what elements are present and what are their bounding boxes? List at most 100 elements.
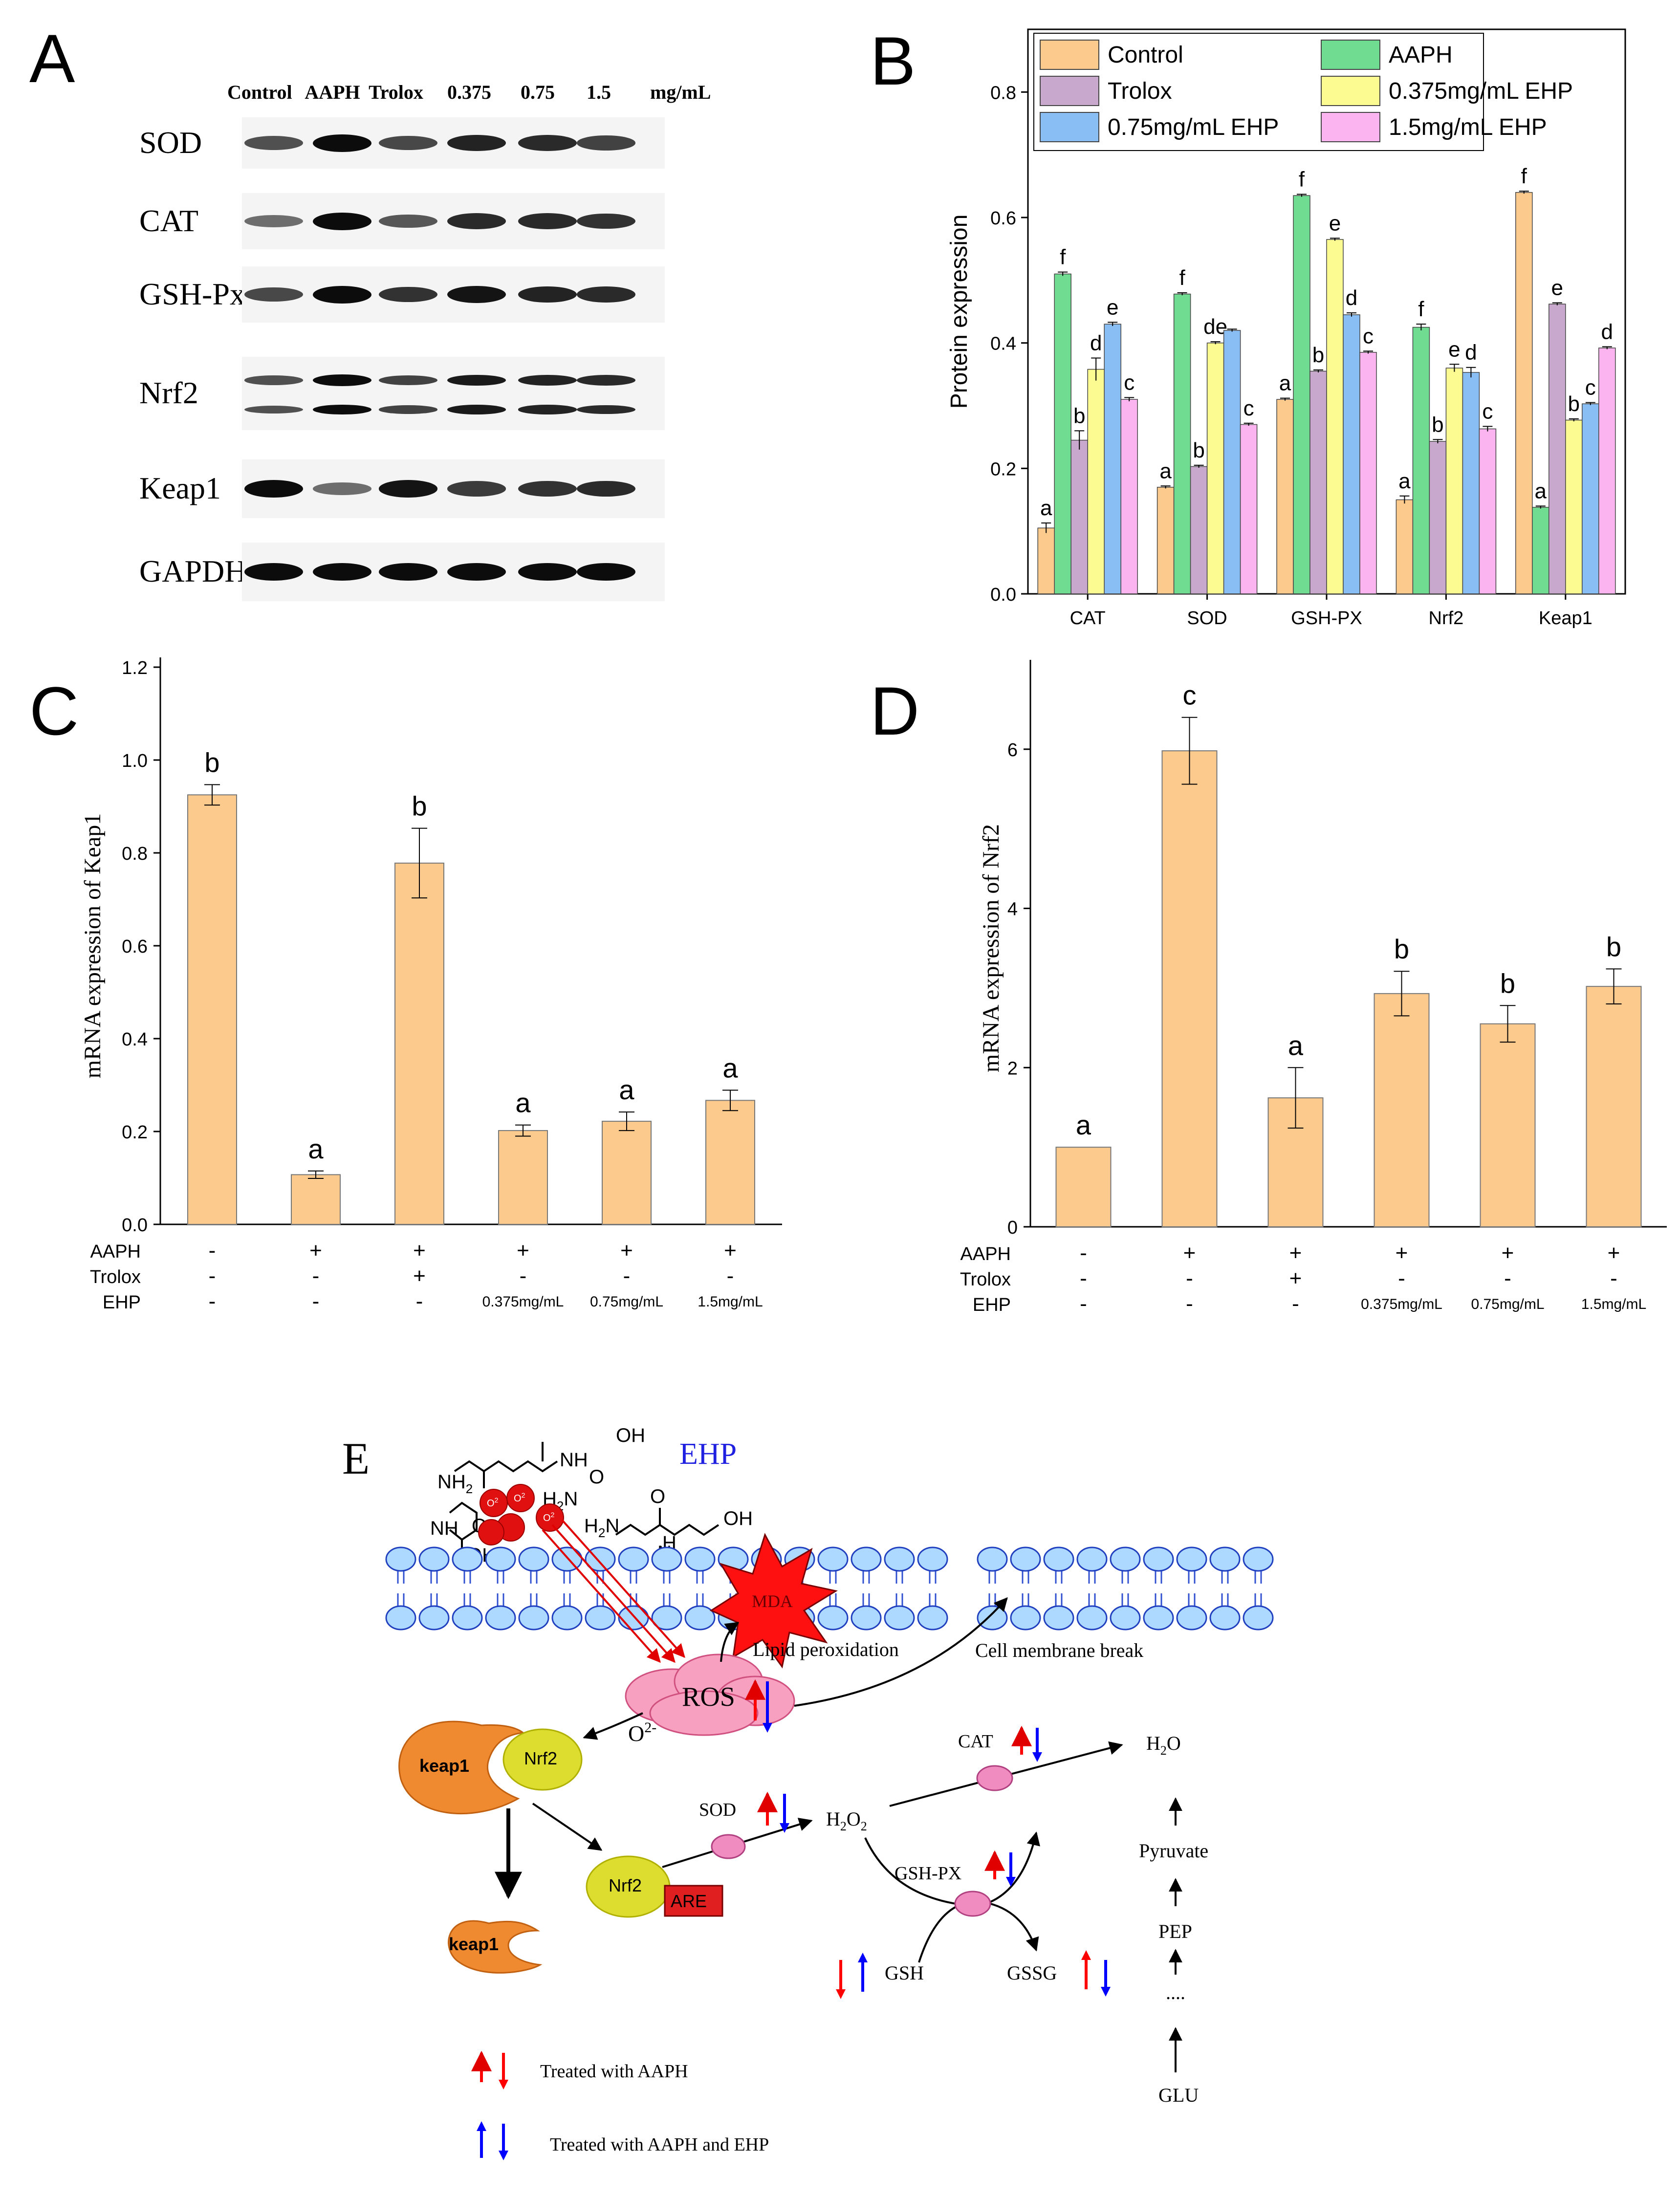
blot-row-label: Nrf2 xyxy=(139,375,198,410)
treatment-row-label: AAPH xyxy=(960,1244,1011,1264)
treatment-cell: - xyxy=(312,1264,320,1288)
bar xyxy=(1070,439,1088,594)
treatment-cell: + xyxy=(1608,1241,1620,1265)
bar xyxy=(1054,273,1071,594)
legend-swatch xyxy=(1321,76,1380,106)
significance-letter: a xyxy=(619,1074,634,1105)
lipid-head xyxy=(452,1546,483,1572)
struct-o-1: O xyxy=(589,1466,604,1488)
lipid-head xyxy=(1010,1546,1041,1572)
lipid-head xyxy=(452,1605,483,1631)
ros-label: ROS xyxy=(682,1682,735,1712)
treatment-cell: 1.5mg/mL xyxy=(698,1294,763,1310)
legend-down-blue-head xyxy=(499,2151,508,2160)
bar xyxy=(1412,326,1430,594)
bar xyxy=(1479,428,1497,594)
bar xyxy=(1396,499,1414,594)
treatment-cell: - xyxy=(623,1264,631,1288)
cat-down-blue-head xyxy=(1032,1752,1042,1762)
legend-entry: 0.375mg/mL EHP xyxy=(1389,78,1573,104)
bar xyxy=(394,862,444,1225)
blot-band xyxy=(518,213,577,229)
lipid-head xyxy=(684,1546,716,1572)
blot-lane-header: mg/mL xyxy=(650,81,711,103)
blot-band xyxy=(577,480,635,497)
treatment-cell: + xyxy=(413,1239,426,1262)
significance-letter: f xyxy=(1179,266,1185,290)
legend-frame xyxy=(1033,33,1484,151)
sod-label: SOD xyxy=(699,1800,736,1820)
significance-letter: a xyxy=(515,1088,531,1118)
legend-entry: AAPH xyxy=(1389,42,1453,68)
bar xyxy=(1173,293,1191,594)
y-tick-label: 0.4 xyxy=(990,334,1016,354)
significance-letter: d xyxy=(1601,320,1613,344)
significance-letter: c xyxy=(1124,370,1135,394)
ros-cloud xyxy=(625,1653,795,1736)
blot-lane-header: AAPH xyxy=(305,81,360,103)
blot-lane-header: 0.375 xyxy=(447,81,491,103)
y-axis-label: mRNA expression of Nrf2 xyxy=(978,824,1004,1072)
bar xyxy=(291,1174,341,1225)
bar xyxy=(1309,370,1327,594)
treatment-cell: - xyxy=(1292,1292,1299,1316)
struct-oh-3: OH xyxy=(723,1508,753,1529)
ehp-label: EHP xyxy=(679,1437,737,1471)
legend-entry: Control xyxy=(1108,42,1183,68)
lipid-head xyxy=(1010,1605,1041,1631)
lipid-head xyxy=(518,1605,549,1631)
treatment-cell: - xyxy=(1504,1266,1511,1290)
panel-e-mechanism-diagram: E OH NH O H2N NH2 NH O OH H2N H O OH N E… xyxy=(0,1369,1680,2197)
treatment-cell: 0.375mg/mL xyxy=(482,1294,564,1310)
struct-o-3: O xyxy=(650,1486,665,1507)
legend-both-label: Treated with AAPH and EHP xyxy=(550,2134,769,2155)
gssg-up-red-head xyxy=(1081,1950,1091,1960)
significance-letter: f xyxy=(1521,164,1527,188)
bar xyxy=(1429,441,1447,594)
bar xyxy=(1104,324,1121,594)
significance-letter: d xyxy=(1090,331,1102,355)
x-tick-label: Keap1 xyxy=(1539,608,1593,629)
treatment-cell: - xyxy=(209,1239,216,1262)
legend-swatch xyxy=(1321,40,1380,70)
bar xyxy=(1343,314,1360,594)
are-label: ARE xyxy=(671,1891,707,1911)
ros-arrows xyxy=(745,1679,772,1733)
bar xyxy=(1276,399,1294,594)
lipid-head xyxy=(385,1605,416,1631)
significance-letter: b xyxy=(1394,934,1409,964)
blot-band xyxy=(244,287,303,302)
y-tick-label: 4 xyxy=(1007,899,1018,920)
bar xyxy=(1359,352,1377,594)
y-tick-label: 2 xyxy=(1007,1058,1018,1079)
blot-row-label: GSH-Px xyxy=(139,276,245,311)
y-tick-label: 1.0 xyxy=(122,751,148,771)
blot-row-strip xyxy=(242,543,665,601)
bar xyxy=(705,1100,755,1225)
y-axis-label: mRNA expression of Keap1 xyxy=(80,813,106,1079)
lipid-head xyxy=(1043,1546,1074,1572)
bar xyxy=(1087,369,1105,594)
treatment-row-label: EHP xyxy=(103,1292,141,1313)
significance-letter: c xyxy=(1363,324,1374,348)
significance-letter: b xyxy=(1432,413,1443,436)
treatment-cell: - xyxy=(1186,1266,1193,1290)
treatment-row-label: Trolox xyxy=(960,1269,1011,1290)
superoxide-label: O2- xyxy=(628,1719,656,1746)
x-tick-label: Nrf2 xyxy=(1429,608,1464,629)
lipid-head xyxy=(1143,1546,1174,1572)
are-box xyxy=(664,1885,723,1917)
y-tick-label: 0 xyxy=(1007,1218,1018,1238)
blot-band xyxy=(577,213,635,229)
treatment-cell: + xyxy=(413,1264,426,1288)
legend-entry: 1.5mg/mL EHP xyxy=(1389,114,1547,140)
legend-aaph-label: Treated with AAPH xyxy=(540,2061,688,2082)
bar xyxy=(1586,986,1642,1228)
significance-letter: a xyxy=(1159,459,1172,483)
significance-letter: b xyxy=(1312,343,1324,367)
h2o-label: H2O xyxy=(1146,1732,1181,1758)
blot-band xyxy=(577,405,635,414)
